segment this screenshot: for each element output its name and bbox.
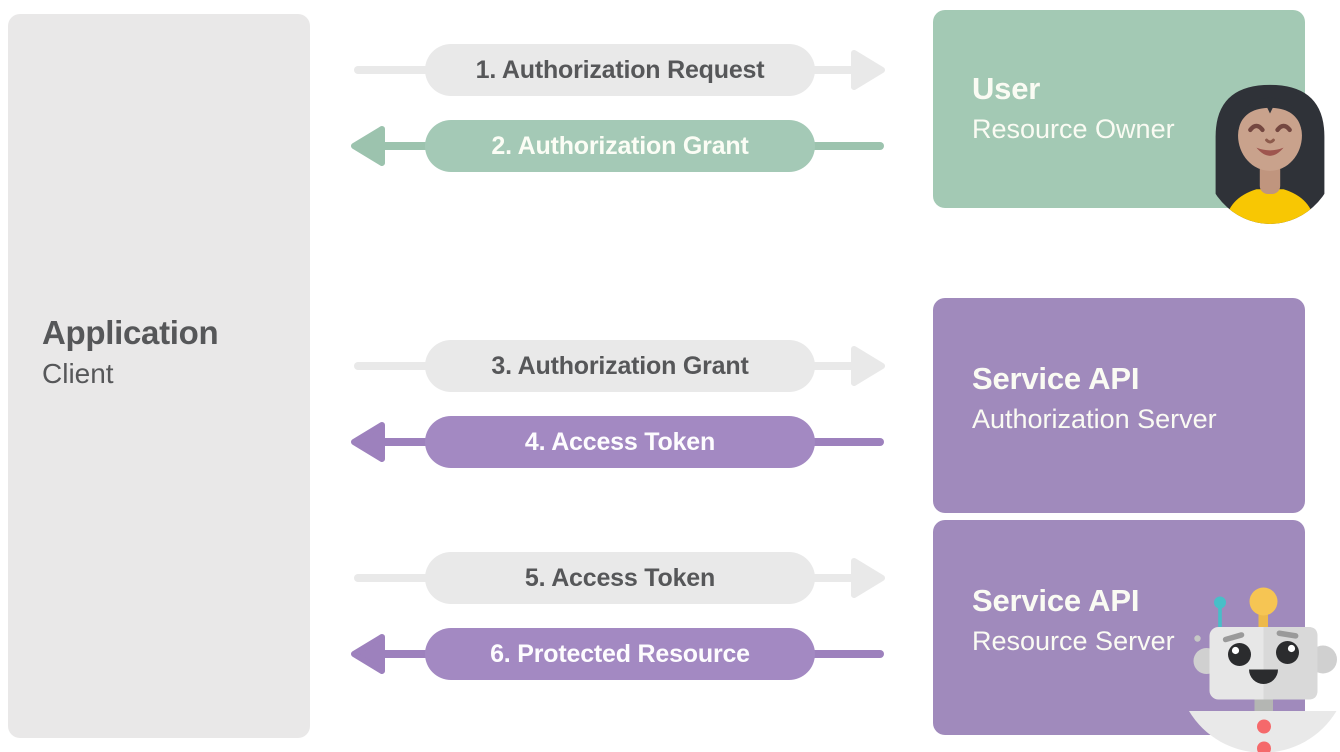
step-label-pill: 1. Authorization Request xyxy=(425,44,815,96)
step-label-pill: 2. Authorization Grant xyxy=(425,120,815,172)
actor-title: User xyxy=(972,71,1041,106)
robot-eye-left-highlight xyxy=(1231,646,1240,655)
robot-eyebrow-right xyxy=(1276,630,1299,639)
flow-step-6: 6. Protected Resource xyxy=(340,622,896,686)
robot-eyebrow-left xyxy=(1222,632,1245,643)
application-client-box: Application Client xyxy=(8,14,310,738)
flow-step-2: 2. Authorization Grant xyxy=(340,114,896,178)
robot-antenna-right-tip xyxy=(1249,587,1278,616)
robot-screw-dot xyxy=(1194,635,1201,642)
authorization-server-text: Service API Authorization Server xyxy=(972,358,1217,439)
robot-neck xyxy=(1254,699,1273,712)
actor-subtitle: Authorization Server xyxy=(972,404,1217,434)
avatar-nose xyxy=(1265,138,1275,144)
robot-eye-right xyxy=(1276,641,1299,664)
step-label-pill: 3. Authorization Grant xyxy=(425,340,815,392)
robot-button-2 xyxy=(1257,741,1271,752)
avatar-face xyxy=(1238,99,1302,171)
flow-step-3: 3. Authorization Grant xyxy=(340,334,896,398)
actor-subtitle: Resource Owner xyxy=(972,114,1175,144)
robot-eye-left xyxy=(1228,643,1251,666)
robot-eye-right-highlight xyxy=(1287,644,1296,653)
actor-title: Service API xyxy=(972,361,1140,396)
flow-step-1: 1. Authorization Request xyxy=(340,38,896,102)
avatar-hair-bangs xyxy=(1238,97,1302,137)
woman-avatar-icon xyxy=(1215,84,1325,224)
flow-step-4: 4. Access Token xyxy=(340,410,896,474)
robot-mouth xyxy=(1249,669,1278,684)
actor-subtitle: Resource Server xyxy=(972,626,1175,656)
avatar-eye-left xyxy=(1248,123,1265,133)
application-title: Application xyxy=(42,314,219,351)
avatar-eye-right xyxy=(1275,123,1292,133)
step-label-pill: 5. Access Token xyxy=(425,552,815,604)
service-api-authorization-server-box: Service API Authorization Server xyxy=(933,298,1305,513)
application-subtitle: Client xyxy=(42,358,114,389)
robot-antenna-right-stem xyxy=(1258,612,1268,631)
avatar-mouth xyxy=(1256,147,1284,156)
robot-icon xyxy=(1189,587,1337,752)
step-label-pill: 4. Access Token xyxy=(425,416,815,468)
flow-step-5: 5. Access Token xyxy=(340,546,896,610)
step-label-pill: 6. Protected Resource xyxy=(425,628,815,680)
resource-server-text: Service API Resource Server xyxy=(972,580,1175,661)
robot-antenna-left-tip xyxy=(1214,596,1226,609)
robot-button-1 xyxy=(1257,719,1271,734)
actor-title: Service API xyxy=(972,583,1140,618)
avatar-shirt xyxy=(1225,189,1315,224)
application-client-text: Application Client xyxy=(42,311,219,394)
user-resource-owner-text: User Resource Owner xyxy=(972,68,1175,149)
